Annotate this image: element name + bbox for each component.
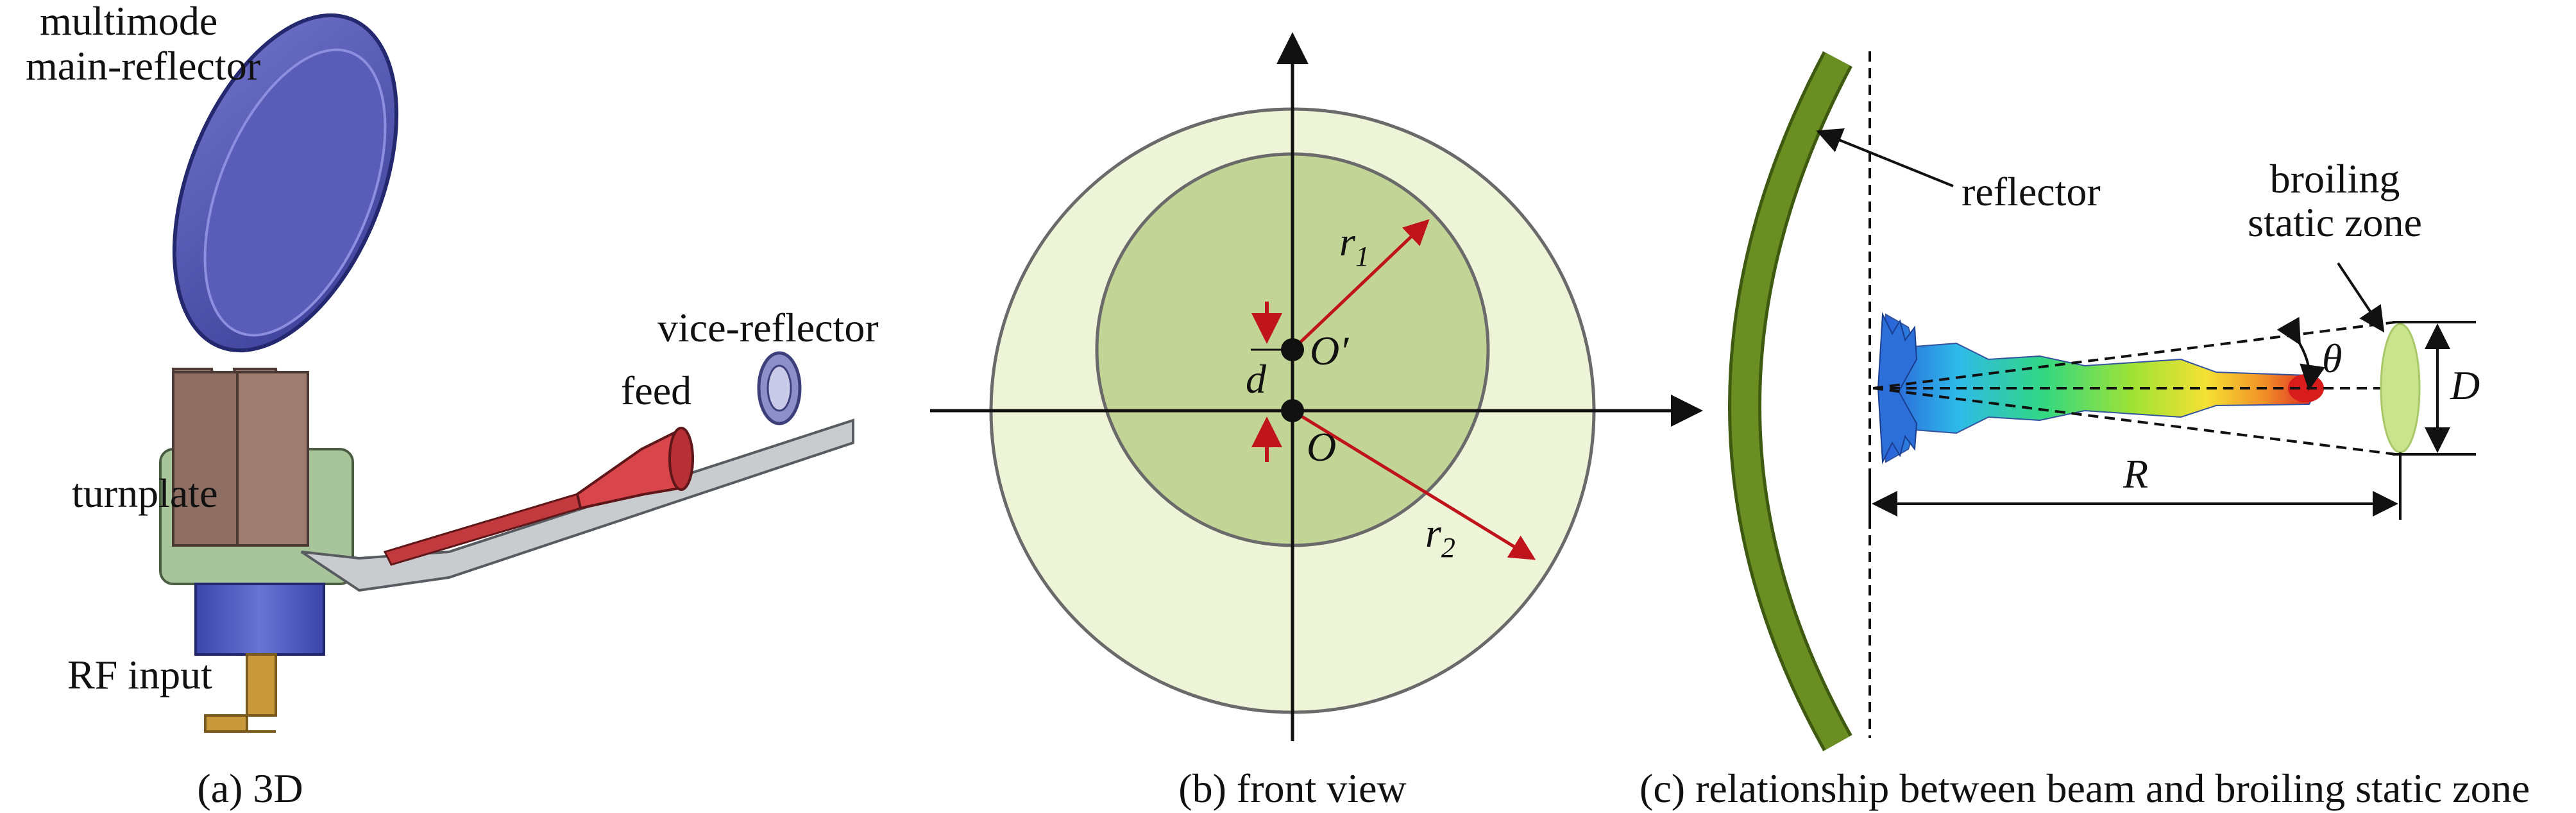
panel-a-3d-model: multimode main-reflector vice-reflector … bbox=[26, 0, 879, 811]
reflector-arc-fill bbox=[1731, 53, 1850, 750]
feed-horn-shape bbox=[383, 427, 694, 566]
label-main-reflector-line2: main-reflector bbox=[26, 43, 260, 89]
label-r2: r2 bbox=[1425, 510, 1455, 563]
label-d: d bbox=[1246, 356, 1267, 402]
label-o: O bbox=[1307, 424, 1336, 470]
panel-b-front-view: r1 r2 O′ O d (b) front view bbox=[930, 32, 1703, 811]
reflector-leader bbox=[1816, 128, 1954, 187]
label-zone-line2: static zone bbox=[2248, 200, 2422, 245]
rf-input-waveguide bbox=[204, 653, 277, 733]
label-r1: r1 bbox=[1339, 219, 1369, 272]
broiling-zone-ellipse bbox=[2380, 323, 2421, 454]
theta-arc bbox=[2276, 316, 2325, 391]
cone-lower-dashed bbox=[1872, 387, 2396, 456]
radius-r1-arrow bbox=[1291, 219, 1430, 351]
center-o-prime bbox=[1281, 338, 1304, 361]
label-o-prime: O′ bbox=[1310, 328, 1349, 373]
label-rf-input: RF input bbox=[67, 652, 212, 697]
label-vice-reflector: vice-reflector bbox=[657, 305, 879, 350]
label-feed: feed bbox=[621, 368, 691, 413]
caption-panel-b: (b) front view bbox=[1178, 766, 1406, 811]
radius-r2-arrow bbox=[1291, 409, 1536, 560]
caption-panel-a: (a) 3D bbox=[197, 766, 303, 811]
support-boom-shape bbox=[300, 418, 854, 592]
turnplate-shape bbox=[159, 371, 354, 585]
label-zone-line1: broiling bbox=[2270, 156, 2400, 201]
caption-panel-c: (c) relationship between beam and broili… bbox=[1640, 766, 2530, 811]
label-theta: θ bbox=[2322, 336, 2342, 381]
label-reflector: reflector bbox=[1962, 169, 2101, 214]
vice-reflector-shape bbox=[757, 351, 802, 425]
center-o bbox=[1281, 399, 1304, 422]
zone-leader bbox=[2337, 262, 2385, 333]
label-D: D bbox=[2450, 363, 2480, 408]
label-turnplate: turnplate bbox=[72, 470, 217, 516]
base-cylinder-shape bbox=[194, 583, 325, 656]
panel-c-beam-zone: reflector broiling static zone θ D R (c)… bbox=[1640, 51, 2530, 811]
main-reflector-shape bbox=[172, 13, 399, 353]
label-main-reflector-line1: multimode bbox=[40, 0, 217, 44]
label-R: R bbox=[2123, 451, 2148, 497]
